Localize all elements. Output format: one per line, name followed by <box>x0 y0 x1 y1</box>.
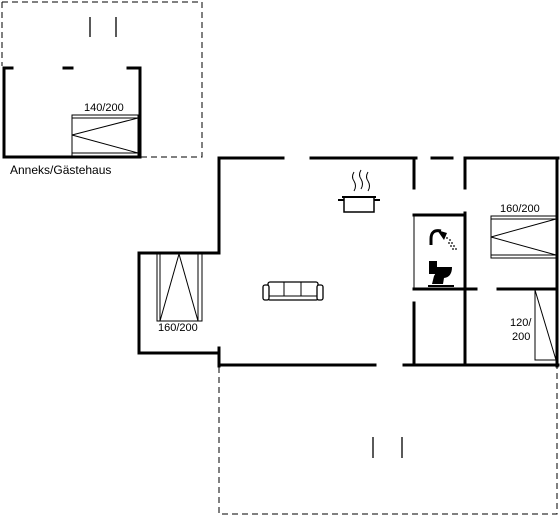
bedroom-right-small-bed: 120/ 200 <box>510 289 557 361</box>
terrace-boundary <box>218 367 558 515</box>
bedroom-right-bed: 160/200 <box>490 203 557 259</box>
shower-icon <box>429 229 457 250</box>
bedroom-right-small-bed-size-1: 120/ <box>510 317 532 329</box>
cooking-pot-icon <box>338 169 380 213</box>
annex-outdoor-boundary <box>2 1 203 158</box>
bedroom-right-small-bed-size-2: 200 <box>512 331 530 343</box>
sofa-icon <box>262 281 324 301</box>
toilet-icon <box>428 261 454 287</box>
bedroom-right-bed-size: 160/200 <box>500 203 540 215</box>
annex-walls <box>2 66 142 159</box>
bedroom-left-bed-size: 160/200 <box>158 322 198 334</box>
annex-name-label: Anneks/Gästehaus <box>10 163 111 177</box>
interior-walls <box>412 156 559 367</box>
bedroom-left-bed: 160/200 <box>156 253 203 334</box>
annex-bed: 140/200 <box>71 102 139 157</box>
annex-bed-size: 140/200 <box>84 102 124 114</box>
main-house-walls <box>137 156 560 368</box>
annex: 140/200 Anneks/Gästehaus <box>1 1 203 177</box>
